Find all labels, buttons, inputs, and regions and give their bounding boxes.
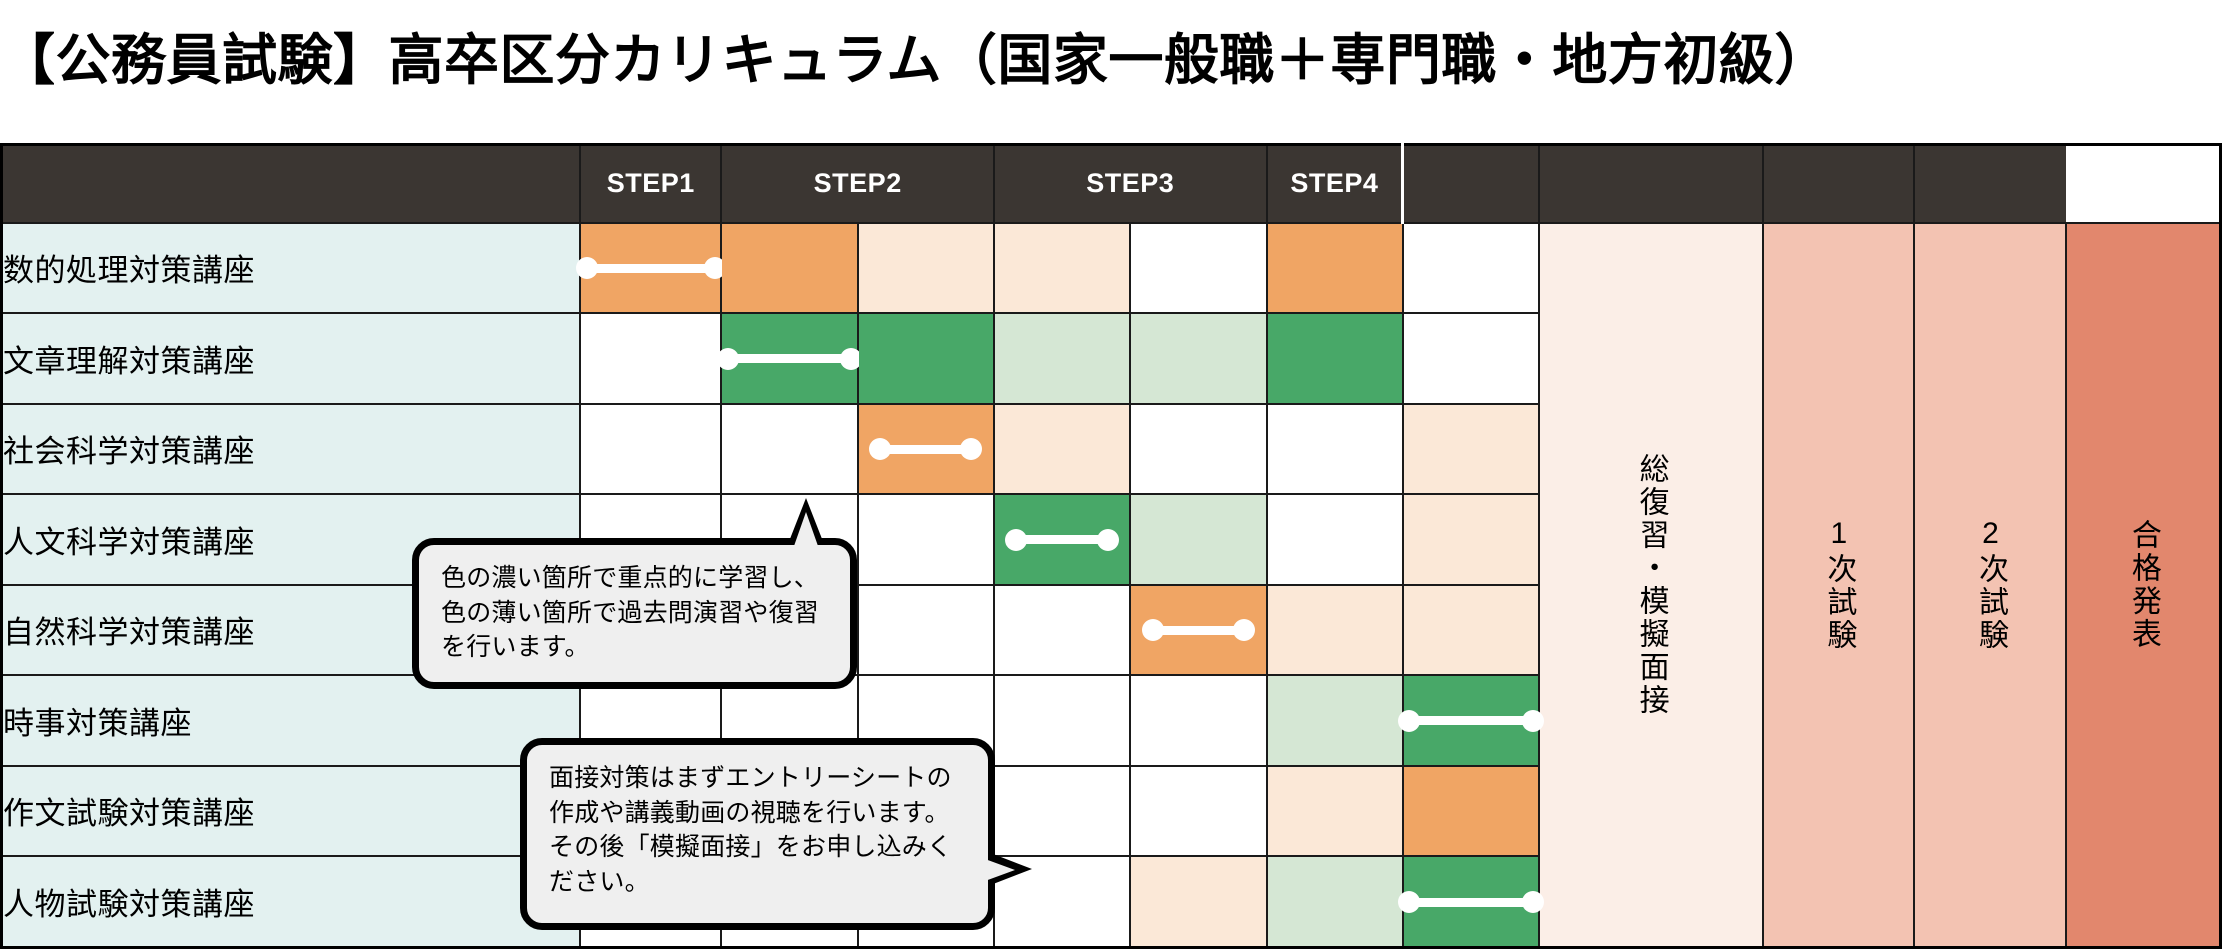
- cell-r8-c7[interactable]: [1398, 855, 1544, 949]
- side-column-4: 合格発表: [2065, 221, 2222, 949]
- duration-bar-icon: [1141, 619, 1256, 642]
- cell-r3-c5[interactable]: [1129, 402, 1268, 495]
- header-step4: STEP4: [1265, 143, 1405, 224]
- cell-r1-c6[interactable]: [1265, 221, 1404, 314]
- side-column-label: 総復習・模擬面接: [1634, 452, 1668, 717]
- cell-r7-c6[interactable]: [1265, 764, 1404, 857]
- cell-r8-c6[interactable]: [1265, 855, 1404, 949]
- cell-r6-c6[interactable]: [1265, 674, 1404, 767]
- callout-study-intensity: 色の濃い箇所で重点的に学習し、色の薄い箇所で過去問演習や復習を行います。: [412, 538, 857, 689]
- cell-r2-c3[interactable]: [856, 312, 995, 405]
- cell-r2-c2[interactable]: [716, 312, 862, 405]
- table-row: 文章理解対策講座: [0, 312, 2221, 405]
- cell-r3-c6[interactable]: [1265, 402, 1404, 495]
- table-header-row: STEP1 STEP2 STEP3 STEP4: [1, 143, 2221, 224]
- header-step1: STEP1: [579, 143, 723, 224]
- row-label-2: 文章理解対策講座: [0, 312, 582, 405]
- cell-r3-c7[interactable]: [1401, 402, 1541, 495]
- cell-r3-c3[interactable]: [856, 402, 995, 495]
- cell-r4-c3[interactable]: [856, 493, 995, 586]
- cell-r5-c7[interactable]: [1401, 583, 1541, 676]
- cell-r1-c7[interactable]: [1401, 221, 1541, 314]
- cell-r4-c7[interactable]: [1401, 493, 1541, 586]
- duration-bar-icon: [1005, 528, 1120, 551]
- header-corner: [1, 143, 582, 224]
- cell-r1-c3[interactable]: [856, 221, 995, 314]
- cell-r5-c5[interactable]: [1129, 583, 1268, 676]
- row-label-6: 時事対策講座: [0, 674, 582, 767]
- side-column-label: 1次試験: [1822, 517, 1856, 653]
- row-label-7: 作文試験対策講座: [0, 764, 582, 857]
- side-column-1: 総復習・模擬面接: [1538, 221, 1764, 949]
- cell-r6-c5[interactable]: [1129, 674, 1268, 767]
- cell-r1-c2[interactable]: [720, 221, 859, 314]
- cell-r2-c4[interactable]: [992, 312, 1132, 405]
- cell-r7-c4[interactable]: [992, 764, 1132, 857]
- cell-r1-c4[interactable]: [992, 221, 1132, 314]
- cell-r5-c4[interactable]: [992, 583, 1132, 676]
- header-blank-2: [1538, 143, 1764, 224]
- cell-r4-c5[interactable]: [1129, 493, 1268, 586]
- cell-r3-c4[interactable]: [992, 402, 1132, 495]
- callout-interview-prep: 面接対策はまずエントリーシートの作成や講義動画の視聴を行います。その後「模擬面接…: [520, 738, 995, 930]
- cell-r1-c5[interactable]: [1129, 221, 1268, 314]
- header-blank-3: [1761, 143, 1916, 224]
- cell-r2-c5[interactable]: [1129, 312, 1268, 405]
- callout-tail-inner-icon: [794, 512, 818, 546]
- side-column-label: 合格発表: [2126, 518, 2160, 651]
- side-column-label: 2次試験: [1974, 517, 2008, 653]
- header-blank-1: [1401, 143, 1541, 224]
- duration-bar-icon: [575, 257, 727, 280]
- table-body: 数的処理対策講座総復習・模擬面接 1次試験 2次試験 合格発表 文章理解対策講座社会科学…: [0, 221, 2222, 949]
- side-column-2: 1次試験: [1761, 221, 1916, 949]
- cell-r3-c2[interactable]: [720, 402, 859, 495]
- cell-r8-c5[interactable]: [1129, 855, 1268, 949]
- schedule-grid: STEP1 STEP2 STEP3 STEP4 数的処理対策講座総復習・模擬面接…: [0, 143, 2222, 949]
- cell-r7-c5[interactable]: [1129, 764, 1268, 857]
- curriculum-table: STEP1 STEP2 STEP3 STEP4 数的処理対策講座総復習・模擬面接…: [0, 143, 2222, 949]
- duration-bar-icon: [1398, 891, 1544, 913]
- cell-r2-c7[interactable]: [1401, 312, 1541, 405]
- cell-r5-c6[interactable]: [1265, 583, 1404, 676]
- page-title: 【公務員試験】高卒区分カリキュラム（国家一般職＋専門職・地方初級）: [0, 29, 1830, 91]
- cell-r3-c1[interactable]: [579, 402, 723, 495]
- cell-r2-c1[interactable]: [579, 312, 723, 405]
- cell-r4-c6[interactable]: [1265, 493, 1404, 586]
- cell-r1-c1[interactable]: [575, 221, 727, 314]
- cell-r4-c4[interactable]: [992, 493, 1132, 586]
- duration-bar-icon: [716, 347, 862, 370]
- header-step2: STEP2: [720, 143, 995, 224]
- table-row: 社会科学対策講座: [0, 402, 2221, 495]
- duration-bar-icon: [869, 438, 983, 461]
- row-label-8: 人物試験対策講座: [0, 855, 582, 949]
- row-label-3: 社会科学対策講座: [0, 402, 582, 495]
- row-label-1: 数的処理対策講座: [0, 221, 582, 314]
- cell-r6-c7[interactable]: [1398, 674, 1544, 767]
- table-row: 数的処理対策講座総復習・模擬面接 1次試験 2次試験 合格発表: [0, 221, 2222, 949]
- cell-r5-c3[interactable]: [856, 583, 995, 676]
- cell-r6-c4[interactable]: [992, 674, 1132, 767]
- callout2-tail-inner-icon: [985, 859, 1015, 881]
- cell-r7-c7[interactable]: [1401, 764, 1541, 857]
- duration-bar-icon: [1398, 709, 1544, 732]
- cell-r2-c6[interactable]: [1265, 312, 1404, 405]
- header-step3: STEP3: [992, 143, 1268, 224]
- side-column-3: 2次試験: [1913, 221, 2068, 949]
- header-blank-4: [1913, 143, 2067, 224]
